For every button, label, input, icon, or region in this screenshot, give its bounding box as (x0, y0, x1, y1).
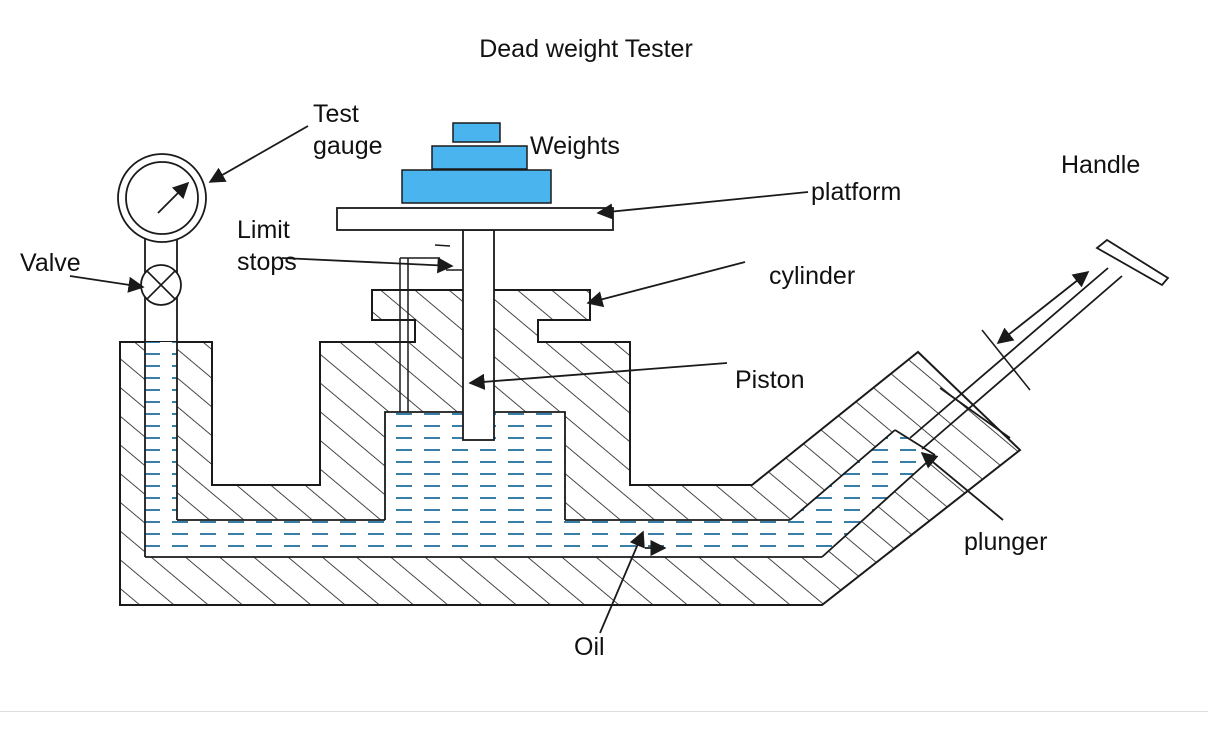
limit-stop-rod (399, 257, 440, 412)
dead-weight-tester-diagram: Dead weight Tester (20, 35, 1170, 661)
piston (462, 229, 495, 441)
label-valve: Valve (20, 249, 81, 277)
weight-large (401, 169, 552, 204)
leader-arrows (69, 125, 1004, 634)
label-limit-stops-line1: Limit (237, 216, 290, 244)
label-platform: platform (811, 178, 901, 206)
label-plunger: plunger (964, 528, 1047, 556)
stroke-limit-mark (981, 329, 1031, 391)
label-handle: Handle (1061, 151, 1140, 179)
arrow-platform (596, 191, 809, 220)
plunger-stroke-arrow (996, 270, 1090, 345)
arrow-limit-stops (281, 257, 454, 274)
bottom-divider (0, 711, 1208, 712)
valve-icon (140, 264, 182, 306)
label-test-gauge-line1: Test (313, 100, 359, 128)
label-weights: Weights (530, 132, 620, 160)
arrow-test-gauge (208, 125, 309, 183)
label-limit-stops-line2: stops (237, 248, 297, 276)
platform (336, 207, 614, 231)
label-test-gauge-line2: gauge (313, 132, 383, 160)
arrow-valve (69, 275, 145, 293)
diagram-title: Dead weight Tester (479, 35, 693, 63)
plunger-bore (789, 429, 936, 558)
weight-medium (431, 145, 528, 170)
test-gauge-icon (117, 153, 207, 243)
label-cylinder: cylinder (769, 262, 855, 290)
arrow-piston (468, 362, 728, 390)
label-oil: Oil (574, 633, 605, 661)
arrow-plunger (920, 451, 1004, 521)
arrow-cylinder (586, 261, 746, 308)
weights-stack (401, 122, 552, 204)
arrow-oil (599, 530, 645, 634)
label-piston: Piston (735, 366, 804, 394)
weight-small (452, 122, 501, 143)
handle-bar (1095, 238, 1170, 287)
